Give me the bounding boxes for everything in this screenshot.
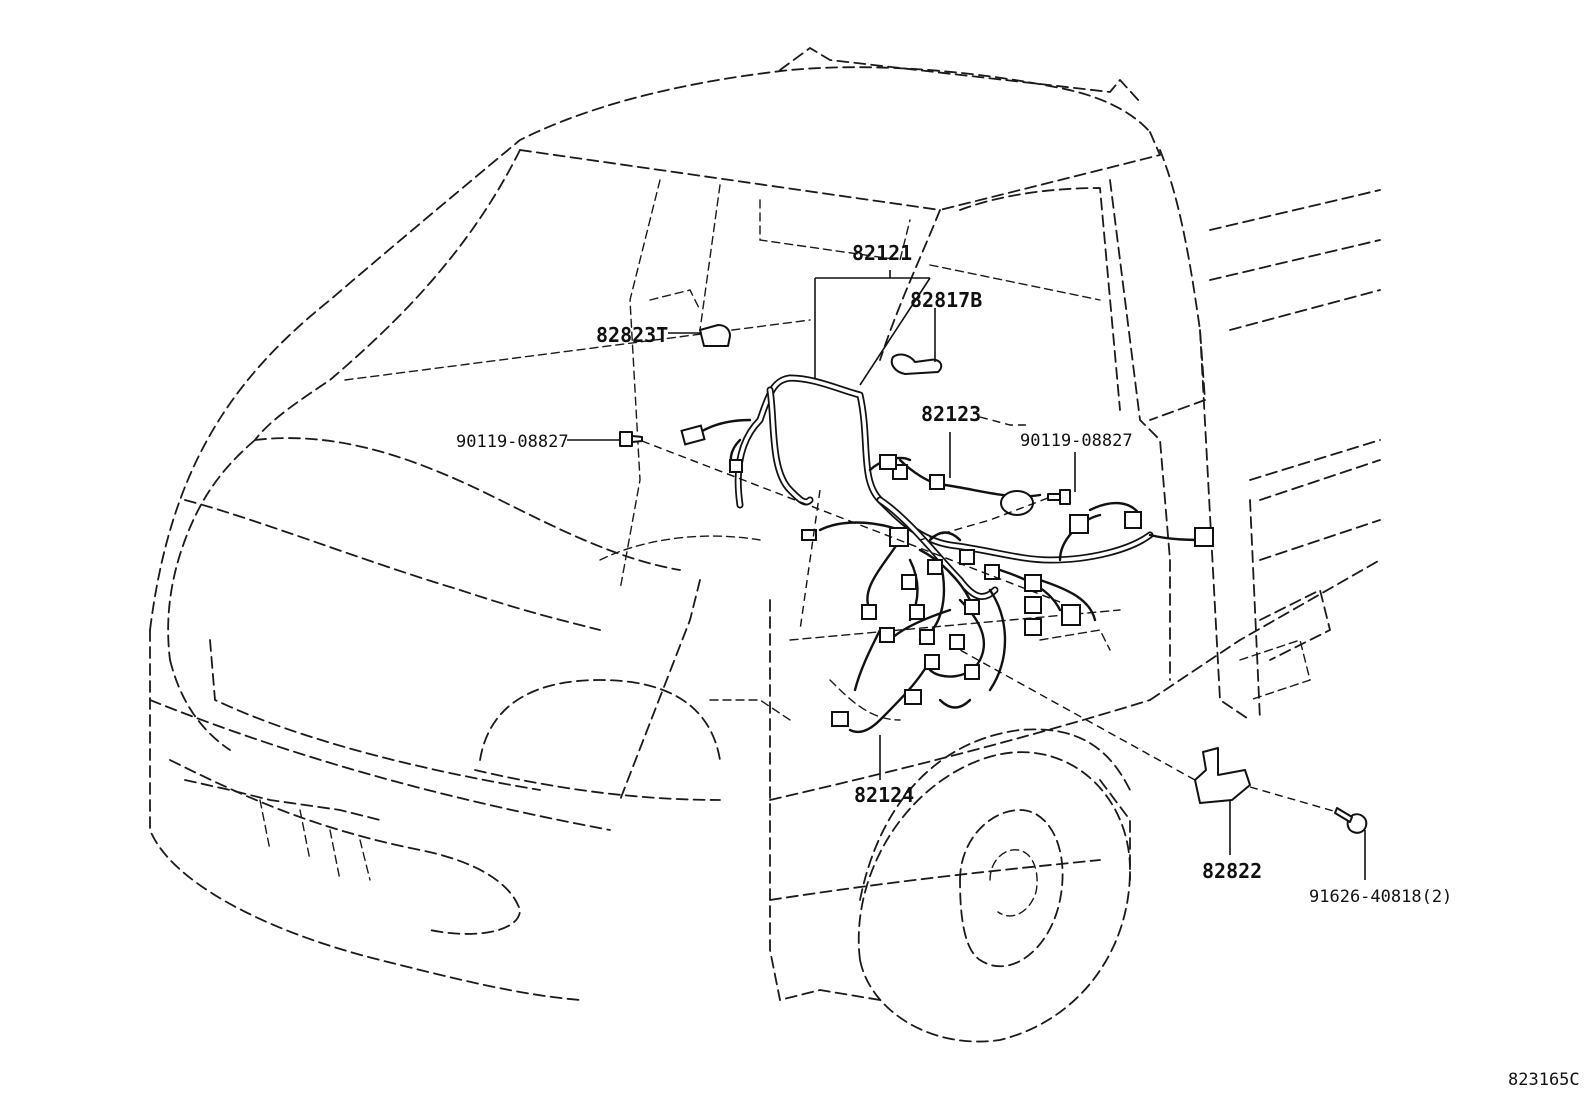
part-label-82822: 82822 [1202,859,1262,883]
connector [1024,618,1042,636]
small-parts [619,324,1368,834]
bolt-left-icon [619,431,633,447]
connector [831,711,849,727]
connector [959,549,975,565]
part-label-90119-left: 90119-08827 [456,432,569,452]
part-label-91626: 91626-40818(2) [1309,887,1452,907]
part-labels: 82121 82817B 82823T 90119-08827 82123 90… [456,241,1580,1090]
bracket-82822-icon [1194,747,1251,804]
bolt-left-shank-icon [631,435,643,443]
clip-82823t-icon [699,324,731,347]
bolt-91626-shank-icon [1334,807,1353,823]
connector [1194,527,1214,547]
part-label-82123: 82123 [921,402,981,426]
connector [904,689,922,705]
leader-lines [567,270,1366,880]
connector [1124,511,1142,529]
connector [964,664,980,680]
diagram-code: 823165C [1508,1070,1580,1090]
bolt-right-shank-icon [1047,493,1061,501]
connector [919,629,935,645]
connector [729,459,743,473]
connector [889,527,909,547]
part-label-82124: 82124 [854,783,914,807]
part-label-82121: 82121 [852,241,912,265]
connector [927,559,943,575]
wire-harness [688,374,1212,734]
lamp-icon [1000,490,1034,516]
connector [1061,604,1081,626]
part-label-82817b: 82817B [910,288,982,312]
connector [949,634,965,650]
connector [879,454,897,470]
connector [909,604,925,620]
connector [680,424,706,446]
connector [929,474,945,490]
vehicle-outline [149,47,1381,1043]
bracket-82817b-icon [890,353,943,375]
connector [1024,596,1042,614]
connector [964,599,980,615]
connector [801,529,817,541]
connector [1024,574,1042,592]
harness-connectors [680,424,1214,727]
connector [861,604,877,620]
connector [1069,514,1089,534]
connector [901,574,917,590]
part-label-82823t: 82823T [596,323,668,347]
connector [924,654,940,670]
bolt-right-icon [1059,489,1071,505]
connector [984,564,1000,580]
part-label-90119-right: 90119-08827 [1020,431,1133,451]
connector [879,627,895,643]
